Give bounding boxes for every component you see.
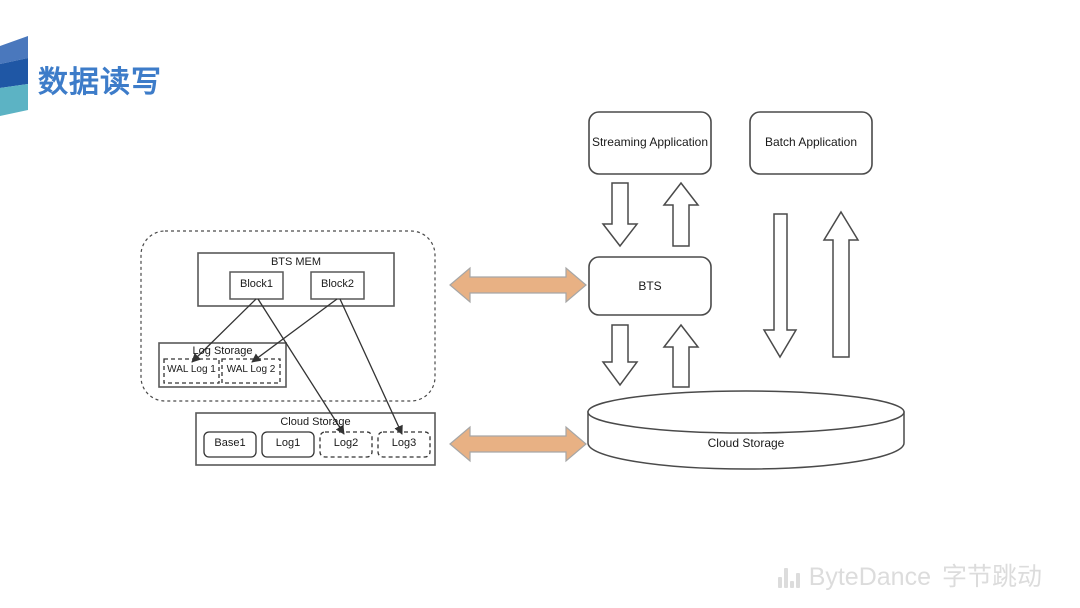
wal-log-1-box: [163, 358, 220, 384]
left-memory-group-container: [140, 230, 436, 402]
logo-shape-middle: [0, 58, 28, 88]
bts-box: [588, 256, 712, 316]
streaming-application-box: [588, 111, 712, 175]
page-title: 数据读写: [38, 66, 162, 99]
wal-log-2-box: [221, 358, 281, 384]
cloud-storage-cylinder-top: [587, 390, 905, 434]
log3-box: [377, 431, 431, 458]
footer-brand: ByteDance 字节跳动: [777, 563, 1042, 591]
base1-box: [203, 431, 257, 458]
connector-arrow-mem-to-bts: [449, 266, 587, 304]
brand-wordmark-latin: ByteDance: [808, 563, 931, 591]
bytedance-bars-icon: [777, 567, 800, 588]
edge-block2-to-wal-log-2: [251, 298, 338, 363]
edge-block1-to-log2: [257, 298, 345, 435]
log2-box: [319, 431, 373, 458]
flow-arrow-cloud-to-batch: [822, 210, 860, 358]
block1-box: [229, 271, 284, 300]
edge-block2-to-log3: [339, 298, 403, 435]
edge-block1-to-wal-log-1: [191, 298, 257, 363]
flow-arrow-bts-to-cloud: [601, 324, 639, 387]
slide-logo-mark: [0, 36, 28, 116]
connector-arrow-cloud-to-cloud: [449, 425, 587, 463]
block2-box: [310, 271, 365, 300]
flow-arrow-bts-to-streaming: [662, 181, 700, 247]
flow-arrow-batch-to-cloud: [762, 213, 798, 359]
logo-shape-bottom: [0, 84, 28, 116]
flow-arrow-cloud-to-bts: [662, 323, 700, 388]
logo-shape-top: [0, 36, 28, 64]
flow-arrow-streaming-to-bts: [601, 182, 639, 248]
log1-box: [261, 431, 315, 458]
batch-application-box: [749, 111, 873, 175]
brand-wordmark-cn: 字节跳动: [941, 563, 1042, 591]
